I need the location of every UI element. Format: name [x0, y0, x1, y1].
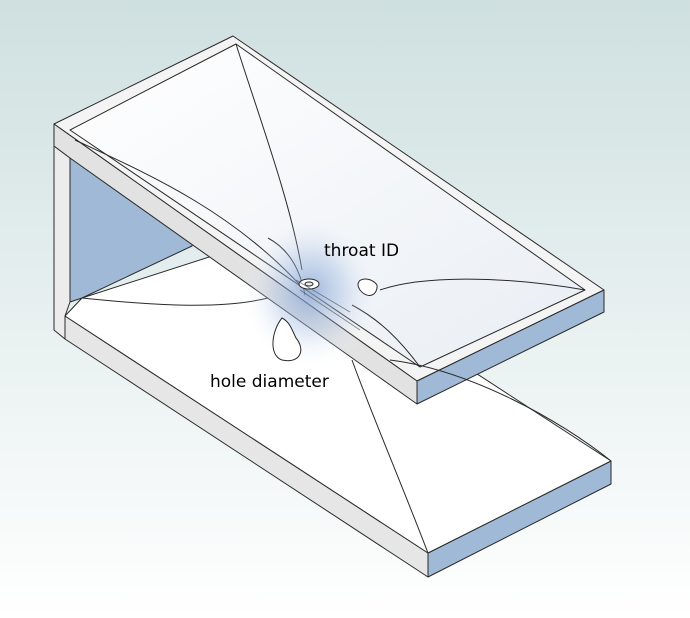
throat-id-label: throat ID	[324, 241, 400, 261]
hole-diameter-opening	[272, 317, 302, 362]
throat-slot-edge	[295, 279, 351, 313]
throat-glow	[240, 214, 380, 370]
horn-curve-bottom-right	[389, 359, 612, 462]
right-hole-opening	[357, 278, 378, 296]
throat-hole-inner	[304, 281, 314, 287]
horn-curve-top-right	[379, 278, 586, 291]
horn-curve-bottom-front	[351, 359, 429, 554]
throat-slot-edge-lower	[299, 289, 361, 331]
hole-diameter-label: hole diameter	[210, 372, 329, 392]
